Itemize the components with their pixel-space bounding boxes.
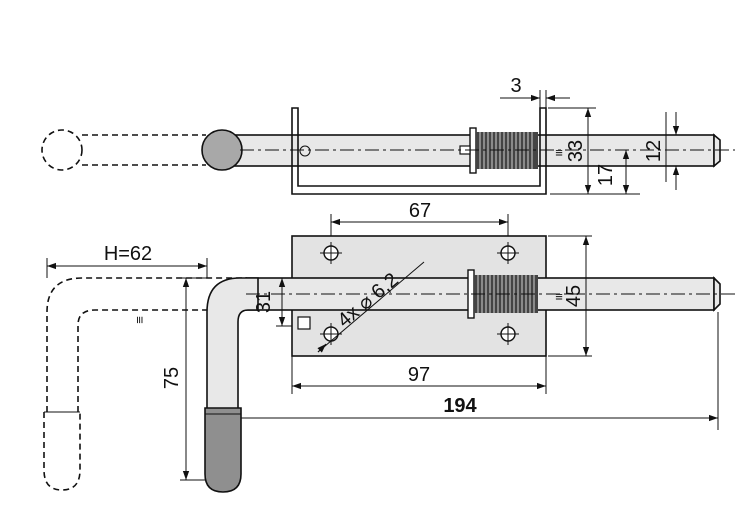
dim-67-label: 67 <box>409 200 431 222</box>
dim-67: 67 <box>330 200 509 240</box>
dim-33-label: 33 <box>565 140 587 162</box>
top-knob <box>201 129 243 171</box>
dim-31-label: 31 <box>253 291 275 313</box>
front-view: 67 <box>43 200 735 493</box>
dim-45-label: 45 <box>563 285 585 307</box>
handle-grip <box>204 407 242 493</box>
mounting-holes <box>320 242 519 345</box>
dim-3: 3 <box>500 75 570 132</box>
top-knob-alternate-position <box>41 129 83 171</box>
dim-75: 75 <box>161 277 207 481</box>
dim-33: 33 ≡ <box>548 107 640 195</box>
handle-alternate-position <box>43 277 247 491</box>
dim-3-label: 3 <box>510 75 521 97</box>
plate-slot <box>297 316 311 330</box>
dim-97: 97 <box>291 356 547 394</box>
dim-h-center-mark: ≡ <box>132 316 147 324</box>
top-view: 3 33 ≡ 12 17 <box>41 75 735 195</box>
center-mark-symbol: ≡ <box>555 145 563 160</box>
dim-194-label: 194 <box>443 395 477 417</box>
dim-12: 12 <box>643 112 700 190</box>
dim-97-label: 97 <box>408 364 430 386</box>
dim-h: H=62 <box>46 243 208 278</box>
top-pin-hole <box>299 145 311 157</box>
dim-194: 194 <box>241 312 719 430</box>
dim-31: 31 <box>253 277 292 327</box>
bolt-handle <box>206 277 259 413</box>
dim-12-label: 12 <box>643 140 665 162</box>
dim-17: 17 <box>595 150 630 194</box>
dim-h-label: H=62 <box>104 243 152 265</box>
dim-45: 45 ≡ <box>548 235 592 357</box>
dim-75-label: 75 <box>161 367 183 389</box>
center-mark-symbol-front: ≡ <box>555 289 563 304</box>
dim-17-label: 17 <box>595 164 617 186</box>
